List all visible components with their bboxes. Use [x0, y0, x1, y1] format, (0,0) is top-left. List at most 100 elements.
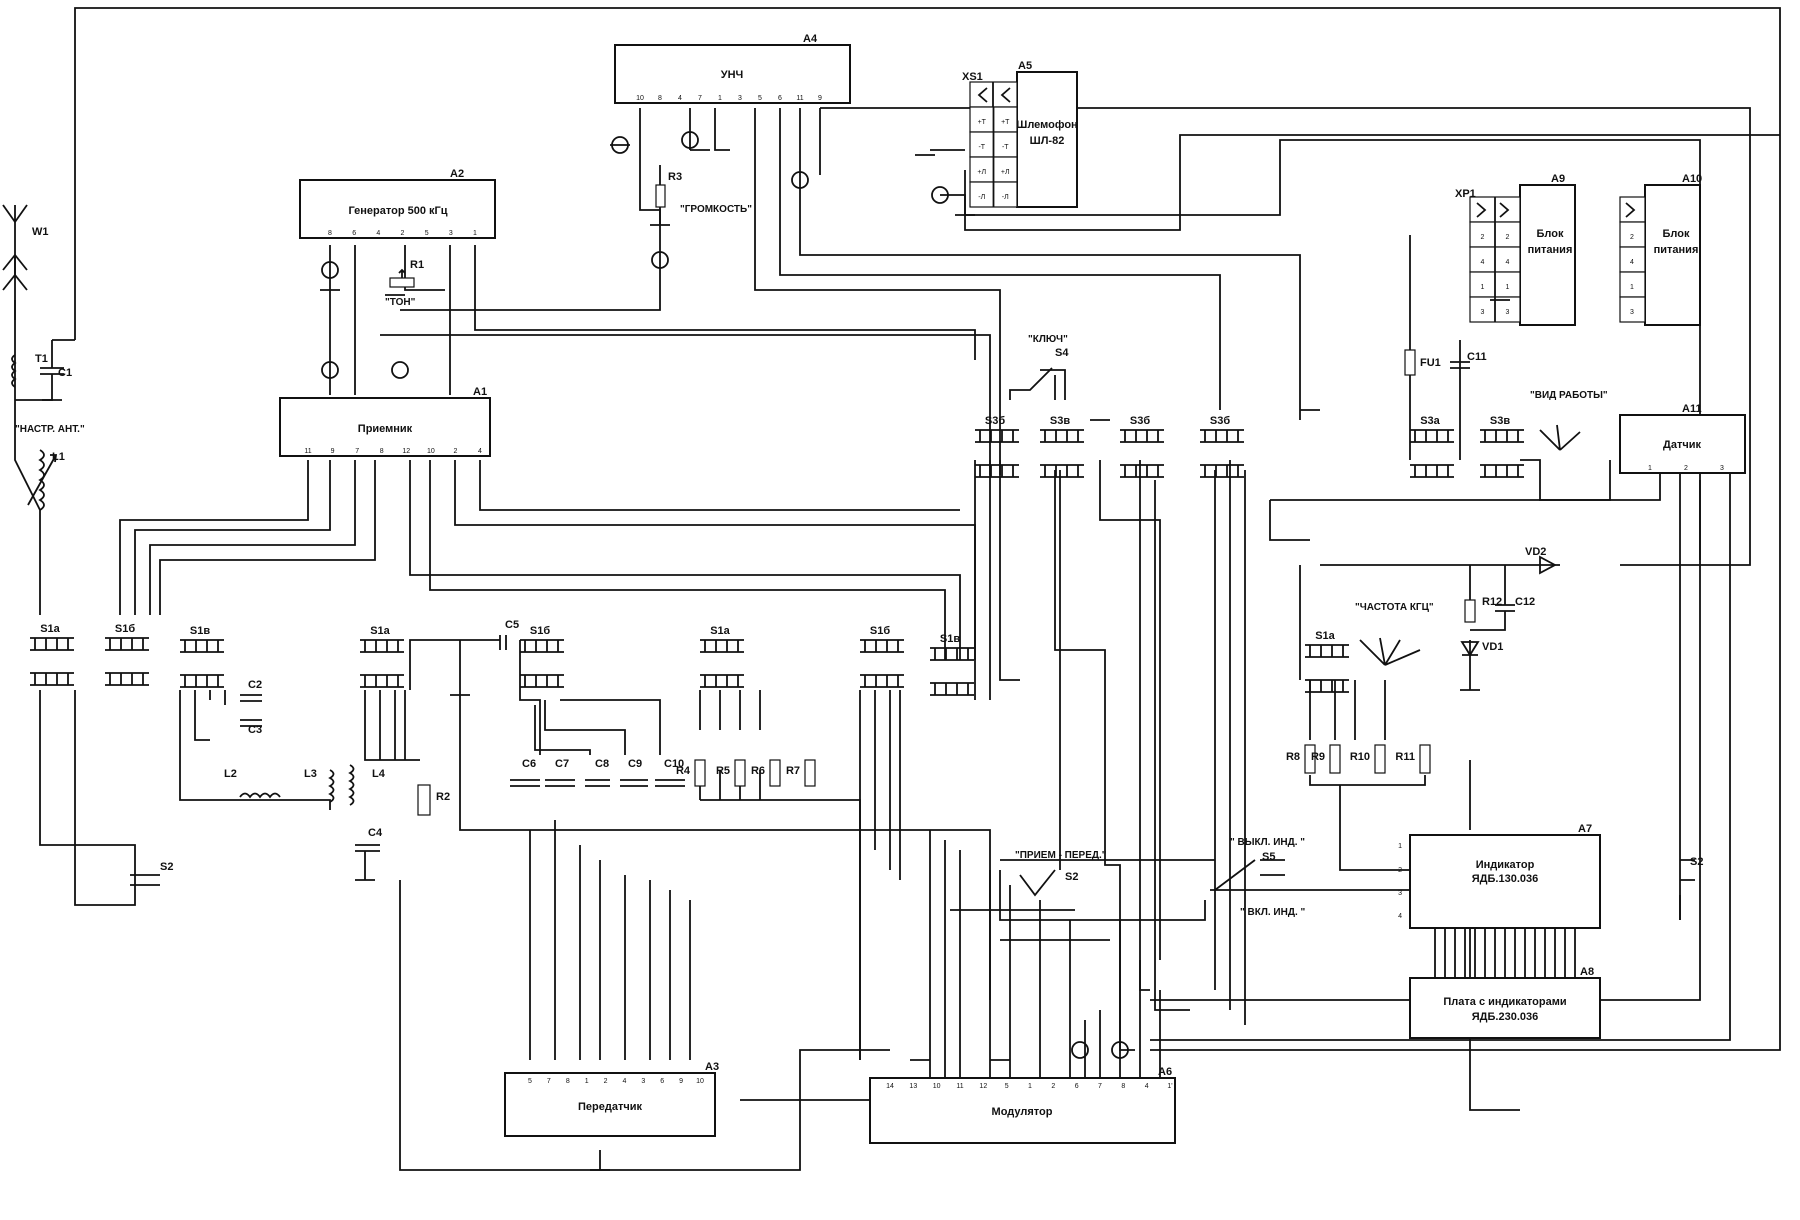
pin-a7-1: 2 — [1398, 867, 1402, 874]
pin-a3-4: 2 — [604, 1078, 608, 1085]
block-a1 — [279, 397, 491, 457]
resistor-r7 — [804, 759, 816, 787]
jack-icon — [681, 131, 699, 149]
block-a3-ref: A3 — [705, 1061, 719, 1073]
pin-a3-2: 8 — [566, 1078, 570, 1085]
a10-row-2: 1 — [1630, 284, 1634, 291]
c6-label: C6 — [522, 758, 536, 770]
xs1-row-b-2: +Л — [1001, 169, 1010, 176]
pin-a3-8: 9 — [679, 1078, 683, 1085]
pin-a6-9: 7 — [1098, 1083, 1102, 1090]
pin-a1-4: 12 — [402, 448, 410, 455]
c11-label: C11 — [1467, 351, 1487, 363]
a10-row-cell — [1619, 296, 1646, 323]
l4-label: L4 — [372, 768, 386, 780]
pin-a7-0: 1 — [1398, 843, 1402, 850]
block-a9-name-l2: питания — [1528, 244, 1573, 256]
block-a7-ref: A7 — [1578, 823, 1592, 835]
fu1-label: FU1 — [1420, 357, 1441, 369]
xs1-row-b-1: -Т — [1002, 144, 1009, 151]
pin-a3-5: 4 — [622, 1078, 626, 1085]
pin-a7-3: 4 — [1398, 913, 1402, 920]
a10-row-1: 4 — [1630, 259, 1634, 266]
block-a10-ref: A10 — [1682, 173, 1702, 185]
tone-caption: "ТОН" — [385, 297, 416, 308]
indicator-bus — [1434, 928, 1576, 978]
switch-deck-label-0: S1а — [40, 623, 60, 635]
pin-a2-6: 1 — [473, 230, 477, 237]
xs1-row-2: +Л — [977, 169, 986, 176]
s2-right-switch-icon — [1679, 859, 1695, 920]
diode-vd1 — [1460, 641, 1480, 657]
antenna-tune-caption: "НАСТР. АНТ." — [15, 424, 85, 435]
r8-label: R8 — [1286, 751, 1300, 763]
block-a5-name-l2: ШЛ-82 — [1030, 135, 1065, 147]
xs1-row-b-0: +Т — [1001, 119, 1010, 126]
pin-a1-0: 11 — [304, 448, 311, 455]
block-a4-ref: A4 — [803, 33, 818, 45]
block-a10-name-l2: питания — [1654, 244, 1699, 256]
resistor-r6 — [769, 759, 781, 787]
s2-label: S2 — [1065, 871, 1078, 883]
pin-a2-2: 4 — [376, 230, 380, 237]
fuse-fu1 — [1404, 349, 1416, 376]
switch-deck-label-14: S1а — [1315, 630, 1335, 642]
c7-label: C7 — [555, 758, 569, 770]
connector-xs1-rows: +Т+Т-Т-Т+Л+Л-Л-Л — [969, 106, 1018, 208]
pin-a6-3: 11 — [956, 1083, 963, 1090]
xp1-row-b-3: 3 — [1506, 309, 1510, 316]
diode-vd2 — [1539, 555, 1557, 575]
pin-a6-11: 4 — [1145, 1083, 1149, 1090]
pin-a6-6: 1 — [1028, 1083, 1032, 1090]
xs1-row-1: -Т — [978, 144, 985, 151]
l2-label: L2 — [224, 768, 237, 780]
connector-xs1-plug-icon — [977, 87, 1011, 103]
jack-icon — [321, 261, 339, 279]
block-a7-name-l2: ЯДБ.130.036 — [1472, 873, 1538, 885]
resistor-r11 — [1419, 744, 1431, 774]
block-a8 — [1409, 977, 1601, 1039]
pin-a1-1: 9 — [331, 448, 335, 455]
jack-icon — [391, 361, 409, 379]
switch-deck-label-13: S3в — [1490, 415, 1510, 427]
block-a2-name: Генератор 500 кГц — [348, 205, 447, 217]
resistor-r10 — [1374, 744, 1386, 774]
pin-a1-7: 4 — [478, 448, 482, 455]
xp1-row-b-0: 2 — [1506, 234, 1510, 241]
a10-row-cell — [1619, 271, 1646, 298]
c8-label: C8 — [595, 758, 609, 770]
pin-a4-2: 4 — [678, 95, 682, 102]
pin-a6-1: 13 — [909, 1083, 917, 1090]
resistor-r12 — [1464, 599, 1476, 623]
c12-label: C12 — [1515, 596, 1535, 608]
c10-label: C10 — [664, 758, 684, 770]
pin-a6-4: 12 — [979, 1083, 987, 1090]
pin-a2-5: 3 — [449, 230, 453, 237]
block-a9-ref: A9 — [1551, 173, 1565, 185]
pin-a11-0: 1 — [1648, 465, 1652, 472]
block-a1-name: Приемник — [358, 423, 413, 435]
block-a8-name-l2: ЯДБ.230.036 — [1472, 1011, 1538, 1023]
block-a10 — [1644, 184, 1701, 326]
connector-a10-plug-icon — [1625, 202, 1636, 218]
r3-label: R3 — [668, 171, 682, 183]
s4-label: S4 — [1055, 347, 1069, 359]
pin-a4-9: 9 — [818, 95, 822, 102]
pin-a6-0: 14 — [886, 1083, 894, 1090]
switch-deck-label-1: S1б — [115, 623, 135, 635]
ind-on-caption: " ВКЛ. ИНД. " — [1240, 907, 1306, 918]
pin-a4-0: 10 — [636, 95, 644, 102]
connector-xp1-plug-icon — [1476, 202, 1510, 218]
connector-xs1-ref: XS1 — [962, 71, 983, 83]
switch-deck-label-3: S1а — [370, 625, 390, 637]
r1-wiper-icon — [398, 268, 406, 278]
